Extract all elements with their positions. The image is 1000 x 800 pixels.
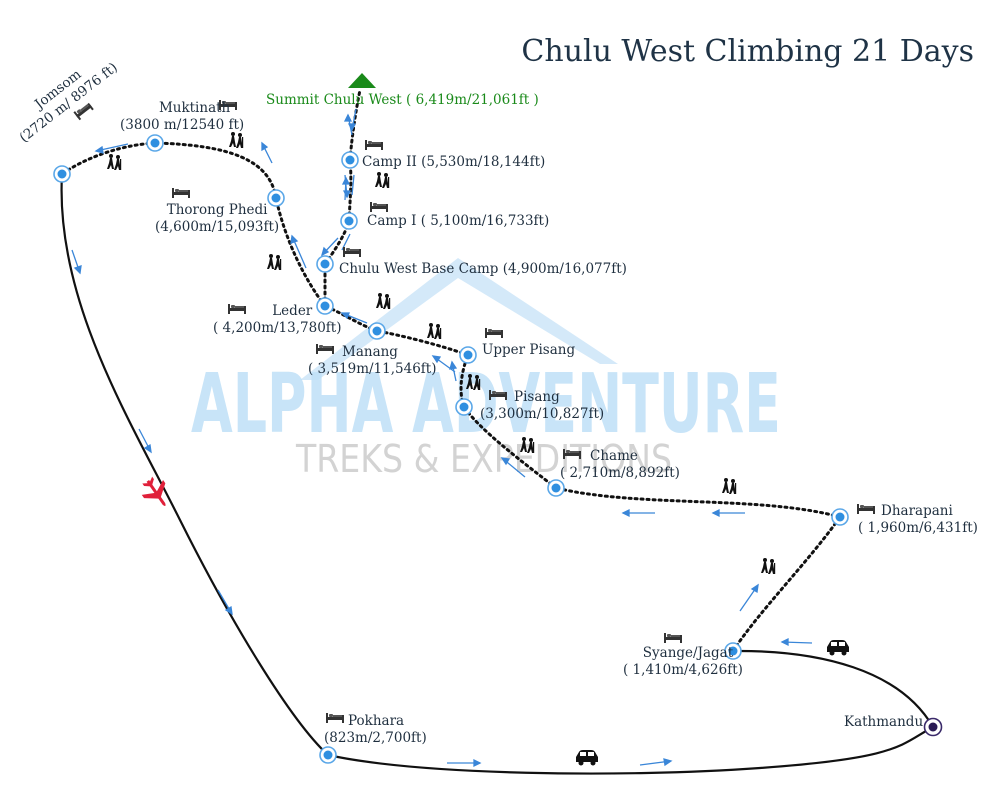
page-title: Chulu West Climbing 21 Days (521, 34, 974, 69)
hiker-icon (427, 323, 442, 339)
direction-arrow (290, 234, 307, 269)
label-pokhara-name: Pokhara (348, 713, 405, 729)
road-kathmandu-syange (732, 649, 934, 728)
label-leder-alt: ( 4,200m/13,780ft) (213, 320, 342, 336)
label-chame: Chame ( 2,710m/8,892ft) (560, 448, 680, 482)
car-icon (576, 750, 598, 766)
node-kathmandu[interactable] (923, 717, 943, 737)
node-manang[interactable] (368, 322, 386, 340)
label-dharapani: Dharapani ( 1,960m/6,431ft) (858, 503, 978, 537)
trek-chame-pisang (462, 405, 558, 490)
label-basecamp: Chulu West Base Camp (4,900m/16,077ft) (339, 261, 627, 277)
bed-icon (370, 202, 388, 212)
label-leder: Leder ( 4,200m/13,780ft) (213, 303, 341, 337)
direction-arrow (351, 174, 355, 196)
bed-icon (664, 633, 682, 643)
node-jomsom[interactable] (53, 165, 71, 183)
label-pokhara: Pokhara (823m/2,700ft) (324, 713, 427, 747)
trek-leder-thorong (274, 196, 327, 308)
label-thorong: Thorong Phedi (4,600m/15,093ft) (155, 202, 279, 236)
hiker-icon (466, 374, 481, 390)
direction-arrow (342, 174, 352, 199)
direction-arrow (431, 355, 456, 373)
node-upperpisang[interactable] (459, 346, 477, 364)
plane-icon (141, 476, 166, 506)
label-muktinath-alt: (3800 m/12540 ft) (120, 117, 245, 133)
hiker-icon (267, 254, 282, 270)
direction-arrow (217, 589, 233, 616)
direction-arrow (621, 508, 655, 518)
label-pokhara-alt: (823m/2,700ft) (324, 730, 427, 746)
label-pisang-alt: (3,300m/10,827ft) (480, 406, 605, 422)
node-chame[interactable] (547, 479, 565, 497)
direction-arrow (447, 758, 482, 768)
node-pisang[interactable] (455, 398, 473, 416)
direction-arrow (340, 312, 368, 324)
label-manang-alt: ( 3,519m/11,546ft) (308, 361, 437, 377)
label-syange: Syange/Jagat ( 1,410m/4,626ft) (623, 645, 743, 679)
node-pokhara[interactable] (319, 746, 337, 764)
road-pokhara-kathmandu (327, 726, 934, 775)
direction-arrow (138, 428, 152, 454)
direction-arrow (500, 457, 526, 478)
label-upperpisang: Upper Pisang (482, 342, 576, 358)
flight-route-line (60, 173, 329, 756)
label-camp2: Camp II (5,530m/18,144ft) (362, 154, 546, 170)
bed-icon (485, 328, 503, 338)
label-thorong-name: Thorong Phedi (166, 202, 268, 218)
label-summit: Summit Chulu West ( 6,419m/21,061ft ) (266, 92, 539, 108)
hiker-icon (376, 293, 391, 309)
direction-arrow (320, 237, 339, 257)
node-basecamp[interactable] (316, 255, 334, 273)
direction-arrow (347, 108, 357, 132)
label-pisang: Pisang (3,300m/10,827ft) (480, 389, 604, 423)
bed-icon (172, 188, 190, 198)
hiker-icon (722, 478, 737, 494)
label-manang: Manang ( 3,519m/11,546ft) (308, 344, 436, 378)
bed-icon (343, 247, 361, 257)
hiker-icon (229, 132, 244, 148)
direction-arrow (780, 637, 813, 647)
node-muktinath[interactable] (146, 134, 164, 152)
label-syange-alt: ( 1,410m/4,626ft) (623, 662, 743, 678)
direction-arrow (739, 583, 759, 612)
label-camp1: Camp I ( 5,100m/16,733ft) (367, 213, 550, 229)
car-icon (827, 640, 849, 656)
direction-arrow (71, 249, 82, 275)
trek-thorong-muktinath (153, 141, 278, 200)
direction-arrow (94, 143, 129, 154)
summit-triangle-icon (348, 73, 376, 88)
hiker-icon (375, 172, 390, 188)
label-chame-name: Chame (590, 448, 638, 464)
label-chame-alt: ( 2,710m/8,892ft) (560, 465, 680, 481)
direction-arrow (261, 141, 273, 164)
node-camp1[interactable] (340, 212, 358, 230)
label-leder-name: Leder (272, 303, 313, 319)
label-kathmandu: Kathmandu (844, 714, 924, 730)
label-thorong-alt: (4,600m/15,093ft) (155, 219, 280, 235)
hiker-icon (520, 437, 535, 453)
label-muktinath-name: Muktinath (158, 100, 231, 116)
label-pisang-name: Pisang (514, 389, 560, 405)
trek-muktinath-jomsom (60, 141, 157, 176)
direction-arrow (711, 508, 745, 518)
node-dharapani[interactable] (831, 508, 849, 526)
trek-basecamp-camp1 (323, 219, 351, 266)
label-syange-name: Syange/Jagat (642, 645, 734, 661)
direction-arrow (639, 758, 673, 767)
label-dharapani-alt: ( 1,960m/6,431ft) (858, 520, 978, 536)
label-manang-name: Manang (342, 344, 398, 360)
node-camp2[interactable] (341, 151, 359, 169)
hiker-icon (107, 154, 122, 170)
trek-dharapani-chame (554, 486, 842, 519)
hiker-icon (761, 558, 776, 574)
trek-syange-dharapani (731, 515, 842, 653)
label-dharapani-name: Dharapani (881, 503, 953, 519)
label-muktinath: Muktinath (3800 m/12540 ft) (120, 100, 244, 134)
bed-icon (365, 140, 383, 150)
